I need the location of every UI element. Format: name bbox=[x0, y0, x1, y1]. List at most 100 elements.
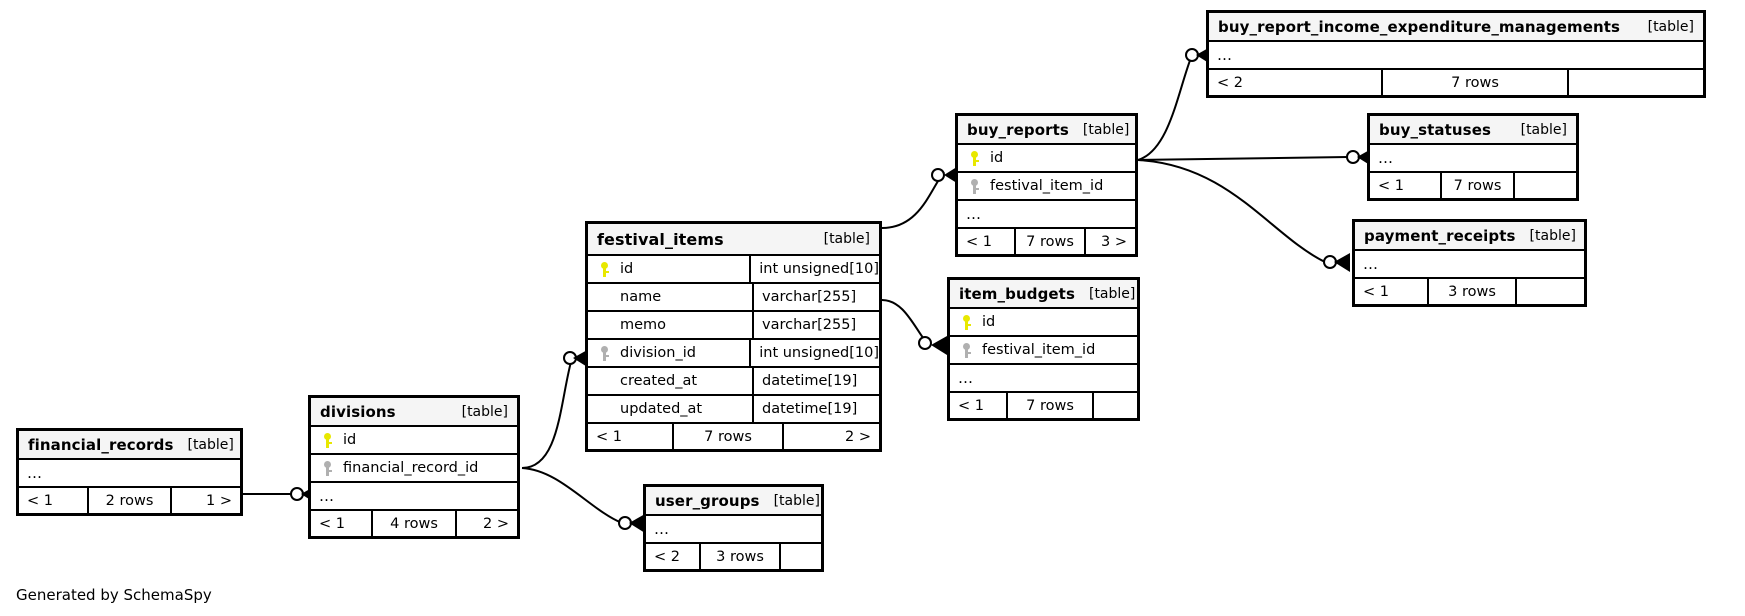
foreign-key-icon bbox=[319, 460, 336, 476]
footer-row-count: 7 rows bbox=[1381, 70, 1567, 95]
table-item_budgets[interactable]: item_budgets [table] id festival_item_id… bbox=[947, 277, 1140, 421]
column-type: datetime[19] bbox=[752, 396, 879, 422]
footer-parents-count: < 2 bbox=[1217, 74, 1243, 91]
generated-by-caption: Generated by SchemaSpy bbox=[16, 586, 212, 604]
foreign-key-icon bbox=[958, 342, 975, 358]
table-footer: < 1 4 rows 2 > bbox=[311, 509, 517, 536]
columns-ellipsis: … bbox=[1217, 46, 1233, 64]
table-column-row[interactable]: division_id int unsigned[10] bbox=[588, 338, 879, 366]
table-columns-ellipsis-row: … bbox=[311, 481, 517, 509]
column-name: name bbox=[620, 289, 662, 305]
table-type-tag: [table] bbox=[773, 492, 820, 509]
footer-row-count: 3 rows bbox=[699, 544, 779, 569]
table-column-row[interactable]: id bbox=[950, 307, 1137, 335]
table-type-tag: [table] bbox=[1529, 227, 1576, 244]
footer-row-count: 3 rows bbox=[1427, 279, 1515, 304]
footer-children-count bbox=[1513, 173, 1576, 198]
table-column-row[interactable]: financial_record_id bbox=[311, 453, 517, 481]
footer-row-count: 7 rows bbox=[1014, 229, 1084, 254]
table-columns-ellipsis-row: … bbox=[1209, 40, 1703, 68]
edge-festival_items-item_budgets bbox=[881, 299, 931, 348]
table-footer: < 1 7 rows bbox=[950, 391, 1137, 418]
table-column-row[interactable]: id bbox=[311, 425, 517, 453]
table-title: buy_reports bbox=[967, 120, 1069, 139]
table-column-row[interactable]: name varchar[255] bbox=[588, 282, 879, 310]
table-payment_receipts[interactable]: payment_receipts [table] … < 1 3 rows bbox=[1352, 219, 1587, 307]
table-column-row[interactable]: festival_item_id bbox=[950, 335, 1137, 363]
table-title: payment_receipts bbox=[1364, 226, 1516, 245]
table-type-tag: [table] bbox=[187, 436, 234, 453]
edge-divisions-user_groups bbox=[521, 467, 623, 524]
footer-children-count bbox=[779, 544, 821, 569]
edge-buy_reports-bri_managements bbox=[1137, 54, 1193, 161]
table-header: financial_records [table] bbox=[19, 431, 240, 458]
footer-parents-count: < 2 bbox=[654, 548, 680, 565]
table-footer: < 2 3 rows bbox=[646, 542, 821, 569]
columns-ellipsis: … bbox=[654, 520, 670, 538]
columns-ellipsis: … bbox=[1378, 149, 1394, 167]
table-user_groups[interactable]: user_groups [table] … < 2 3 rows bbox=[643, 484, 824, 572]
edge-buy_reports-buy_statuses bbox=[1137, 156, 1349, 161]
table-columns-ellipsis-row: … bbox=[646, 514, 821, 542]
table-header: divisions [table] bbox=[311, 398, 517, 425]
table-header: buy_report_income_expenditure_management… bbox=[1209, 13, 1703, 40]
table-column-row[interactable]: id int unsigned[10] bbox=[588, 254, 879, 282]
table-columns-ellipsis-row: … bbox=[950, 363, 1137, 391]
footer-row-count: 7 rows bbox=[672, 424, 782, 449]
columns-ellipsis: … bbox=[966, 205, 982, 223]
primary-key-icon bbox=[966, 150, 983, 166]
footer-parents-count: < 1 bbox=[27, 492, 53, 509]
table-column-row[interactable]: id bbox=[958, 143, 1135, 171]
footer-parents-count: < 1 bbox=[966, 233, 992, 250]
footer-row-count: 7 rows bbox=[1006, 393, 1092, 418]
table-title: buy_statuses bbox=[1379, 120, 1491, 139]
table-festival_items[interactable]: festival_items [table] id int unsigned[1… bbox=[585, 221, 882, 452]
table-header: buy_statuses [table] bbox=[1370, 116, 1576, 143]
table-title: financial_records bbox=[28, 435, 174, 454]
column-name: memo bbox=[620, 317, 667, 333]
table-title: divisions bbox=[320, 402, 396, 421]
column-name: id bbox=[343, 432, 357, 448]
table-column-row[interactable]: created_at datetime[19] bbox=[588, 366, 879, 394]
primary-key-icon bbox=[596, 261, 613, 277]
table-type-tag: [table] bbox=[1647, 18, 1694, 35]
footer-parents-count: < 1 bbox=[596, 428, 622, 445]
table-column-row[interactable]: festival_item_id bbox=[958, 171, 1135, 199]
table-footer: < 1 2 rows 1 > bbox=[19, 486, 240, 513]
column-name: updated_at bbox=[620, 401, 703, 417]
table-buy_report_income_expenditure_managements[interactable]: buy_report_income_expenditure_management… bbox=[1206, 10, 1706, 98]
footer-parents-count: < 1 bbox=[1363, 283, 1389, 300]
column-name: id bbox=[982, 314, 996, 330]
footer-parents-count: < 1 bbox=[1378, 177, 1404, 194]
table-title: user_groups bbox=[655, 491, 760, 510]
table-columns-ellipsis-row: … bbox=[19, 458, 240, 486]
edge-festival_items-buy_reports bbox=[881, 171, 945, 229]
table-financial_records[interactable]: financial_records [table] … < 1 2 rows 1… bbox=[16, 428, 243, 516]
table-column-row[interactable]: updated_at datetime[19] bbox=[588, 394, 879, 422]
footer-parents-count: < 1 bbox=[958, 397, 984, 414]
footer-row-count: 7 rows bbox=[1440, 173, 1513, 198]
table-columns-ellipsis-row: … bbox=[1355, 249, 1584, 277]
column-type: int unsigned[10] bbox=[749, 256, 879, 282]
column-name: financial_record_id bbox=[343, 460, 479, 476]
table-title: festival_items bbox=[597, 229, 724, 249]
table-type-tag: [table] bbox=[1520, 121, 1567, 138]
table-title: item_budgets bbox=[959, 284, 1075, 303]
column-name: festival_item_id bbox=[982, 342, 1096, 358]
table-header: payment_receipts [table] bbox=[1355, 222, 1584, 249]
table-footer: < 1 7 rows 2 > bbox=[588, 422, 879, 449]
footer-children-count: 1 > bbox=[170, 488, 240, 513]
table-footer: < 1 7 rows bbox=[1370, 171, 1576, 198]
table-buy_reports[interactable]: buy_reports [table] id festival_item_id … bbox=[955, 113, 1138, 257]
footer-row-count: 2 rows bbox=[87, 488, 170, 513]
edge-divisions-festival_items bbox=[521, 357, 573, 469]
table-divisions[interactable]: divisions [table] id financial_record_id… bbox=[308, 395, 520, 539]
footer-children-count bbox=[1092, 393, 1137, 418]
table-footer: < 2 7 rows bbox=[1209, 68, 1703, 95]
table-column-row[interactable]: memo varchar[255] bbox=[588, 310, 879, 338]
table-buy_statuses[interactable]: buy_statuses [table] … < 1 7 rows bbox=[1367, 113, 1579, 201]
column-name: id bbox=[620, 261, 634, 277]
table-type-tag: [table] bbox=[823, 231, 870, 247]
footer-children-count: 2 > bbox=[455, 511, 517, 536]
